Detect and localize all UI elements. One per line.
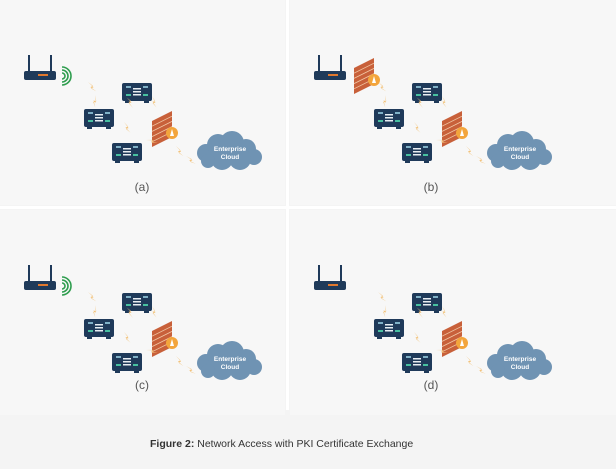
lightning-icon (124, 122, 131, 133)
panel-label-b: (b) (423, 180, 439, 194)
lightning-icon (93, 95, 97, 108)
cloud-label-line1: Enterprise (504, 146, 537, 153)
router-icon (314, 265, 346, 290)
lightning-icon (176, 356, 184, 367)
server-icon (122, 83, 152, 103)
server-icon (402, 143, 432, 163)
firewall-icon (441, 111, 468, 147)
lightning-icon (476, 156, 486, 164)
lightning-icon (416, 97, 423, 108)
lightning-icon (466, 356, 474, 367)
server-icon (112, 353, 142, 373)
firewall-icon (441, 321, 468, 357)
cloud-label-line2: Cloud (221, 154, 239, 161)
lightning-icon (146, 349, 159, 353)
server-icon (84, 319, 114, 339)
wifi-icon (61, 66, 72, 86)
panel-label-d: (d) (423, 378, 439, 392)
caption-text: Network Access with PKI Certificate Exch… (194, 438, 414, 450)
lightning-icon (124, 332, 131, 343)
lightning-icon (152, 96, 157, 108)
vertical-divider (286, 0, 289, 410)
lightning-icon (378, 292, 387, 302)
cloud-label-line1: Enterprise (504, 356, 537, 363)
cloud-label-line2: Cloud (221, 364, 239, 371)
router-icon (24, 265, 56, 290)
server-icon (374, 109, 404, 129)
server-icon (84, 109, 114, 129)
lightning-icon (88, 82, 97, 92)
server-icon (112, 143, 142, 163)
lightning-icon (442, 96, 447, 108)
lightning-icon (476, 366, 486, 374)
cloud-label-line1: Enterprise (214, 146, 247, 153)
panel-label-a: (a) (134, 180, 150, 194)
cloud-label-line2: Cloud (511, 154, 529, 161)
lightning-icon (126, 307, 133, 318)
lightning-icon (416, 307, 423, 318)
server-icon (122, 293, 152, 313)
firewall-icon (151, 111, 178, 147)
server-icon (402, 353, 432, 373)
horizontal-divider (0, 206, 616, 209)
lightning-icon (176, 146, 184, 157)
lightning-icon (442, 306, 447, 318)
lightning-icon (88, 292, 97, 302)
lightning-icon (436, 139, 449, 143)
wifi-icon (61, 276, 72, 296)
lightning-icon (383, 305, 387, 318)
lightning-icon (146, 139, 159, 143)
lightning-icon (186, 366, 196, 374)
lightning-icon (466, 146, 474, 157)
firewall-icon (353, 58, 380, 94)
server-icon (374, 319, 404, 339)
lightning-icon (383, 95, 387, 108)
server-icon (412, 83, 442, 103)
lightning-icon (93, 305, 97, 318)
firewall-icon (151, 321, 178, 357)
router-icon (314, 55, 346, 80)
lightning-icon (152, 306, 157, 318)
lightning-icon (186, 156, 196, 164)
lightning-icon (436, 349, 449, 353)
lightning-icon (378, 82, 387, 92)
caption-bold: Figure 2: (150, 438, 195, 450)
panel-label-c: (c) (135, 378, 149, 392)
lightning-icon (126, 97, 133, 108)
lightning-icon (414, 122, 421, 133)
cloud-label-line2: Cloud (511, 364, 529, 371)
server-icon (412, 293, 442, 313)
figure-caption: Figure 2: Network Access with PKI Certif… (150, 438, 413, 450)
lightning-icon (414, 332, 421, 343)
cloud-label-line1: Enterprise (214, 356, 247, 363)
router-icon (24, 55, 56, 80)
